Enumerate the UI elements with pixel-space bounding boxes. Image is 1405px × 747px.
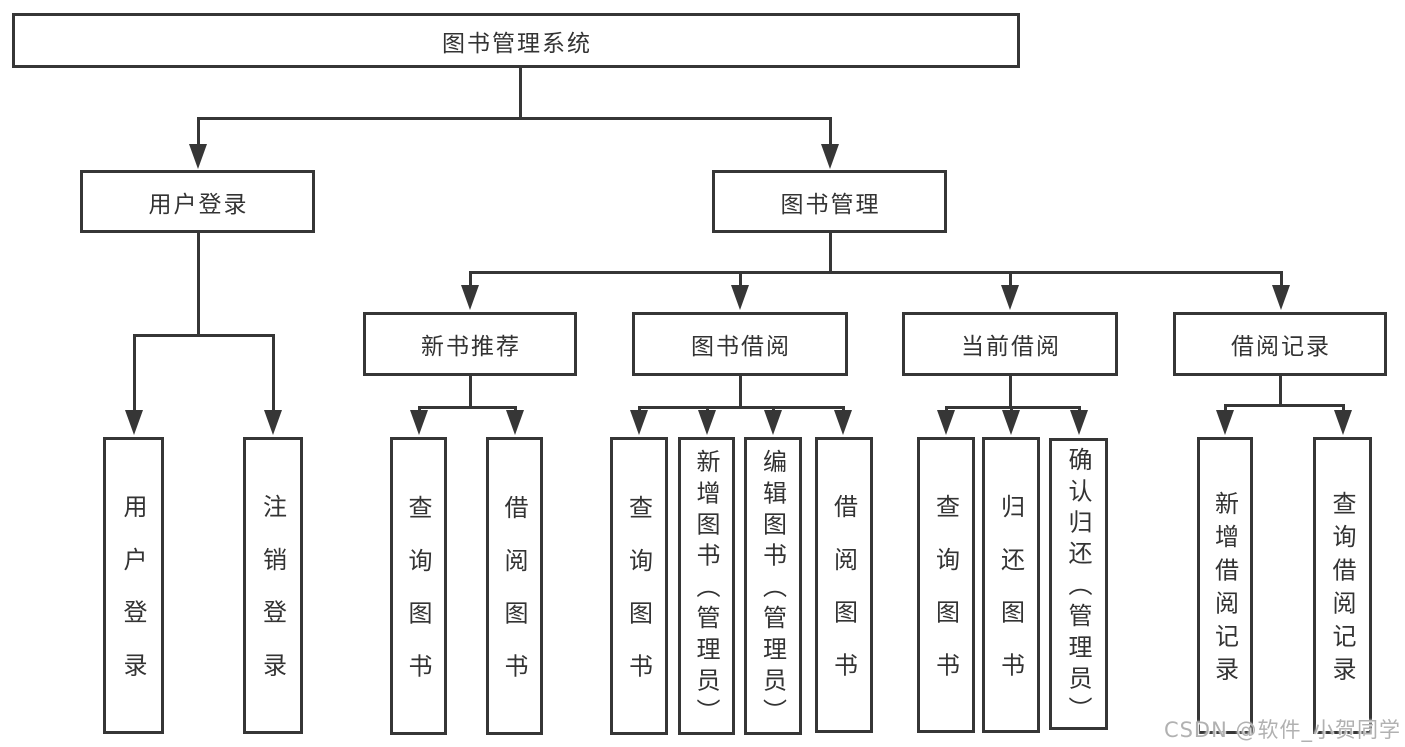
connector-line xyxy=(518,66,522,120)
node-borrow-books-recommendation: 借阅图书 xyxy=(486,437,543,735)
node-label: 用户登录 xyxy=(148,191,249,218)
node-add-books-admin: 新增图书（管理员） xyxy=(678,437,735,735)
node-borrowing-records: 借阅记录 xyxy=(1173,312,1387,376)
connector-line xyxy=(468,270,1283,274)
arrow-down-icon xyxy=(264,410,282,435)
arrow-down-icon xyxy=(410,410,428,435)
connector-line xyxy=(1278,376,1282,407)
node-book-management: 图书管理 xyxy=(712,170,947,233)
arrow-down-icon xyxy=(506,410,524,435)
node-label: 编辑图书（管理员） xyxy=(758,449,787,730)
connector-line xyxy=(468,376,472,409)
connector-line xyxy=(1008,376,1012,409)
node-label: 归还图书 xyxy=(996,493,1025,705)
node-label: 图书管理 xyxy=(780,191,881,218)
node-label: 注销登录 xyxy=(258,494,287,706)
connector-line xyxy=(738,272,742,288)
node-current-borrowing: 当前借阅 xyxy=(902,312,1118,376)
node-label: 新书推荐 xyxy=(421,334,521,360)
node-label: 确认归还（管理员） xyxy=(1064,447,1092,728)
arrow-down-icon xyxy=(1334,410,1352,435)
arrow-down-icon xyxy=(1070,410,1088,435)
arrow-down-icon xyxy=(821,144,839,169)
node-logout-action: 注销登录 xyxy=(243,437,303,734)
connector-line xyxy=(196,116,832,120)
node-borrow-books-borrowing: 借阅图书 xyxy=(815,437,873,733)
connector-line xyxy=(196,233,200,337)
arrow-down-icon xyxy=(764,410,782,435)
arrow-down-icon xyxy=(834,410,852,435)
node-add-borrowing-record: 新增借阅记录 xyxy=(1197,437,1253,734)
connector-line xyxy=(1341,405,1345,413)
arrow-down-icon xyxy=(698,410,716,435)
connector-line xyxy=(132,335,136,413)
connector-line xyxy=(1223,403,1345,407)
arrow-down-icon xyxy=(461,285,479,310)
node-confirm-return-admin: 确认归还（管理员） xyxy=(1049,438,1108,730)
node-query-books-recommendation: 查询图书 xyxy=(390,437,447,735)
node-label: 查询借阅记录 xyxy=(1328,490,1356,690)
arrow-down-icon xyxy=(1216,410,1234,435)
arrow-down-icon xyxy=(937,410,955,435)
connector-line xyxy=(1279,272,1283,288)
node-label: 新增借阅记录 xyxy=(1210,490,1239,690)
arrow-down-icon xyxy=(630,410,648,435)
arrow-down-icon xyxy=(189,144,207,169)
csdn-watermark: CSDN @软件_小贺同学 xyxy=(1163,718,1401,742)
node-query-borrowing-record: 查询借阅记录 xyxy=(1313,437,1372,734)
connector-line xyxy=(828,233,832,274)
connector-line xyxy=(637,405,845,409)
node-user-login-action: 用户登录 xyxy=(103,437,164,734)
node-new-book-recommendation: 新书推荐 xyxy=(363,312,577,376)
node-label: 图书借阅 xyxy=(691,334,791,360)
arrow-down-icon xyxy=(1002,410,1020,435)
connector-line xyxy=(944,405,1081,409)
node-label: 查询图书 xyxy=(624,494,653,706)
node-label: 查询图书 xyxy=(931,493,960,705)
node-label: 查询图书 xyxy=(404,494,432,706)
node-label: 借阅图书 xyxy=(500,494,528,706)
node-library-management-system: 图书管理系统 xyxy=(12,13,1020,68)
connector-line xyxy=(468,272,472,288)
arrow-down-icon xyxy=(1001,285,1019,310)
connector-line xyxy=(196,118,200,147)
node-label: 当前借阅 xyxy=(961,334,1061,360)
connector-line xyxy=(1223,405,1227,413)
connector-line xyxy=(132,333,275,337)
arrow-down-icon xyxy=(125,410,143,435)
node-label: 图书管理系统 xyxy=(442,30,592,57)
node-label: 新增图书（管理员） xyxy=(692,449,720,730)
connector-line xyxy=(738,376,742,409)
node-label: 借阅图书 xyxy=(829,493,858,705)
node-label: 借阅记录 xyxy=(1231,334,1331,360)
connector-line xyxy=(417,405,517,409)
node-query-books-current: 查询图书 xyxy=(917,437,975,733)
node-query-books-borrowing: 查询图书 xyxy=(610,437,668,735)
node-edit-books-admin: 编辑图书（管理员） xyxy=(744,437,802,735)
node-book-borrowing: 图书借阅 xyxy=(632,312,848,376)
node-label: 用户登录 xyxy=(119,494,147,706)
arrow-down-icon xyxy=(731,285,749,310)
arrow-down-icon xyxy=(1272,285,1290,310)
connector-line xyxy=(828,118,832,147)
connector-line xyxy=(271,335,275,413)
connector-line xyxy=(1008,272,1012,288)
node-return-books: 归还图书 xyxy=(982,437,1040,733)
node-user-login: 用户登录 xyxy=(80,170,315,233)
